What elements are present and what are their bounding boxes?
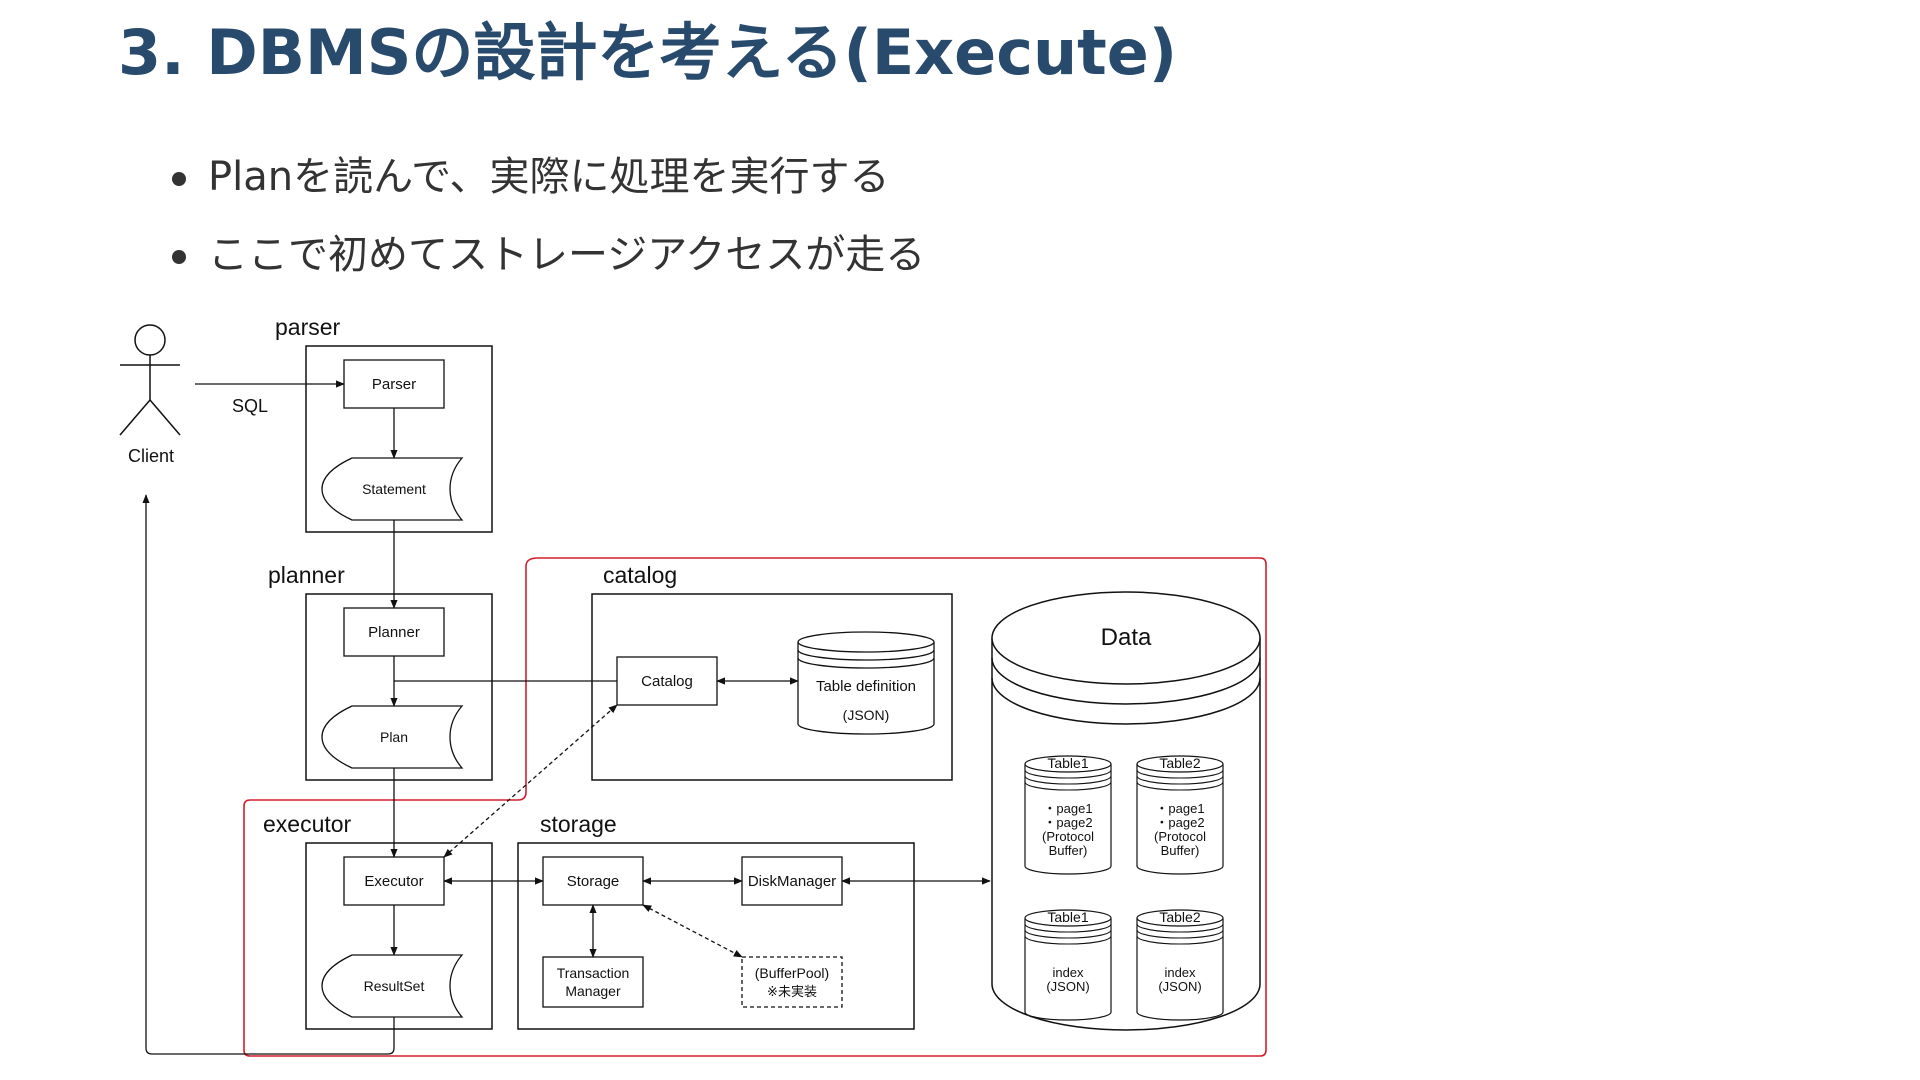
table-index-cylinder-icon: Table2 index(JSON) [1136, 909, 1224, 1021]
transaction-manager-label-2: Manager [565, 983, 621, 999]
resultset-label: ResultSet [364, 978, 425, 994]
cylinder-content-line: ・page1 [1155, 801, 1204, 816]
cylinder-content-line: (Protocol [1042, 829, 1094, 844]
catalog-group [591, 593, 953, 781]
statement-label: Statement [362, 481, 426, 497]
resultset-shape [321, 954, 464, 1018]
result-return-line [142, 494, 395, 1055]
bullet-item: ここで初めてストレージアクセスが走る [166, 216, 925, 294]
transaction-manager-box [542, 956, 644, 1008]
cylinder-name: Table1 [1047, 909, 1088, 925]
catalog-box [616, 656, 718, 706]
bullet-item: Planを読んで、実際に処理を実行する [166, 138, 925, 216]
cylinder-content-line: index [1164, 965, 1196, 980]
cylinder-name: Table1 [1047, 755, 1088, 771]
parser-group-label: parser [275, 314, 341, 340]
cylinder-content-line: ・page2 [1155, 815, 1204, 830]
client-actor-icon [119, 324, 181, 436]
table-index-cylinder-icon: Table1 index(JSON) [1024, 909, 1112, 1021]
cylinder-content-line: index [1052, 965, 1084, 980]
disk-manager-box [741, 856, 843, 906]
parser-box-label: Parser [372, 376, 416, 393]
disk-manager-label: DiskManager [748, 873, 836, 890]
storage-group [517, 842, 915, 1030]
storage-group-label: storage [540, 811, 617, 837]
cylinder-content-line: ・page2 [1043, 815, 1092, 830]
catalog-group-label: catalog [603, 562, 677, 588]
bullet-list: Planを読んで、実際に処理を実行する ここで初めてストレージアクセスが走る [166, 138, 925, 294]
client-label: Client [128, 446, 174, 466]
cylinder-content-line: ・page1 [1043, 801, 1092, 816]
plan-label: Plan [380, 729, 408, 745]
cylinder-content-line: (JSON) [1158, 979, 1201, 994]
data-tables: Table1・page1・page2(ProtocolBuffer)Table2… [1024, 755, 1224, 1021]
table-definition-format: (JSON) [843, 707, 890, 723]
parser-group [305, 345, 493, 533]
planner-box-label: Planner [368, 624, 420, 641]
slide-title: 3. DBMSの設計を考える(Execute) [118, 16, 1178, 89]
cylinder-name: Table2 [1159, 755, 1200, 771]
executor-group [305, 842, 493, 1030]
transaction-manager-label-1: Transaction [557, 965, 630, 981]
planner-box [343, 607, 445, 657]
buffer-pool-label-1: (BufferPool) [755, 965, 829, 981]
buffer-pool-box [741, 956, 843, 1008]
cylinder-name: Table2 [1159, 909, 1200, 925]
planner-group [305, 593, 493, 781]
sql-label: SQL [232, 396, 268, 416]
table-definition-label: Table definition [816, 678, 916, 695]
catalog-box-label: Catalog [641, 673, 693, 690]
cylinder-content-line: (Protocol [1154, 829, 1206, 844]
data-label: Data [1101, 624, 1152, 651]
statement-shape [321, 457, 464, 521]
executor-box-label: Executor [364, 873, 423, 890]
planner-group-label: planner [268, 562, 345, 588]
connectors [142, 380, 991, 1055]
cylinder-content-line: Buffer) [1049, 843, 1088, 858]
cylinder-content-line: (JSON) [1046, 979, 1089, 994]
buffer-pool-label-2: ※未実装 [767, 984, 817, 999]
executor-group-label: executor [263, 811, 352, 837]
table-definition-cylinder-icon [797, 631, 935, 735]
storage-box-label: Storage [567, 873, 620, 890]
cylinder-content-line: Buffer) [1161, 843, 1200, 858]
